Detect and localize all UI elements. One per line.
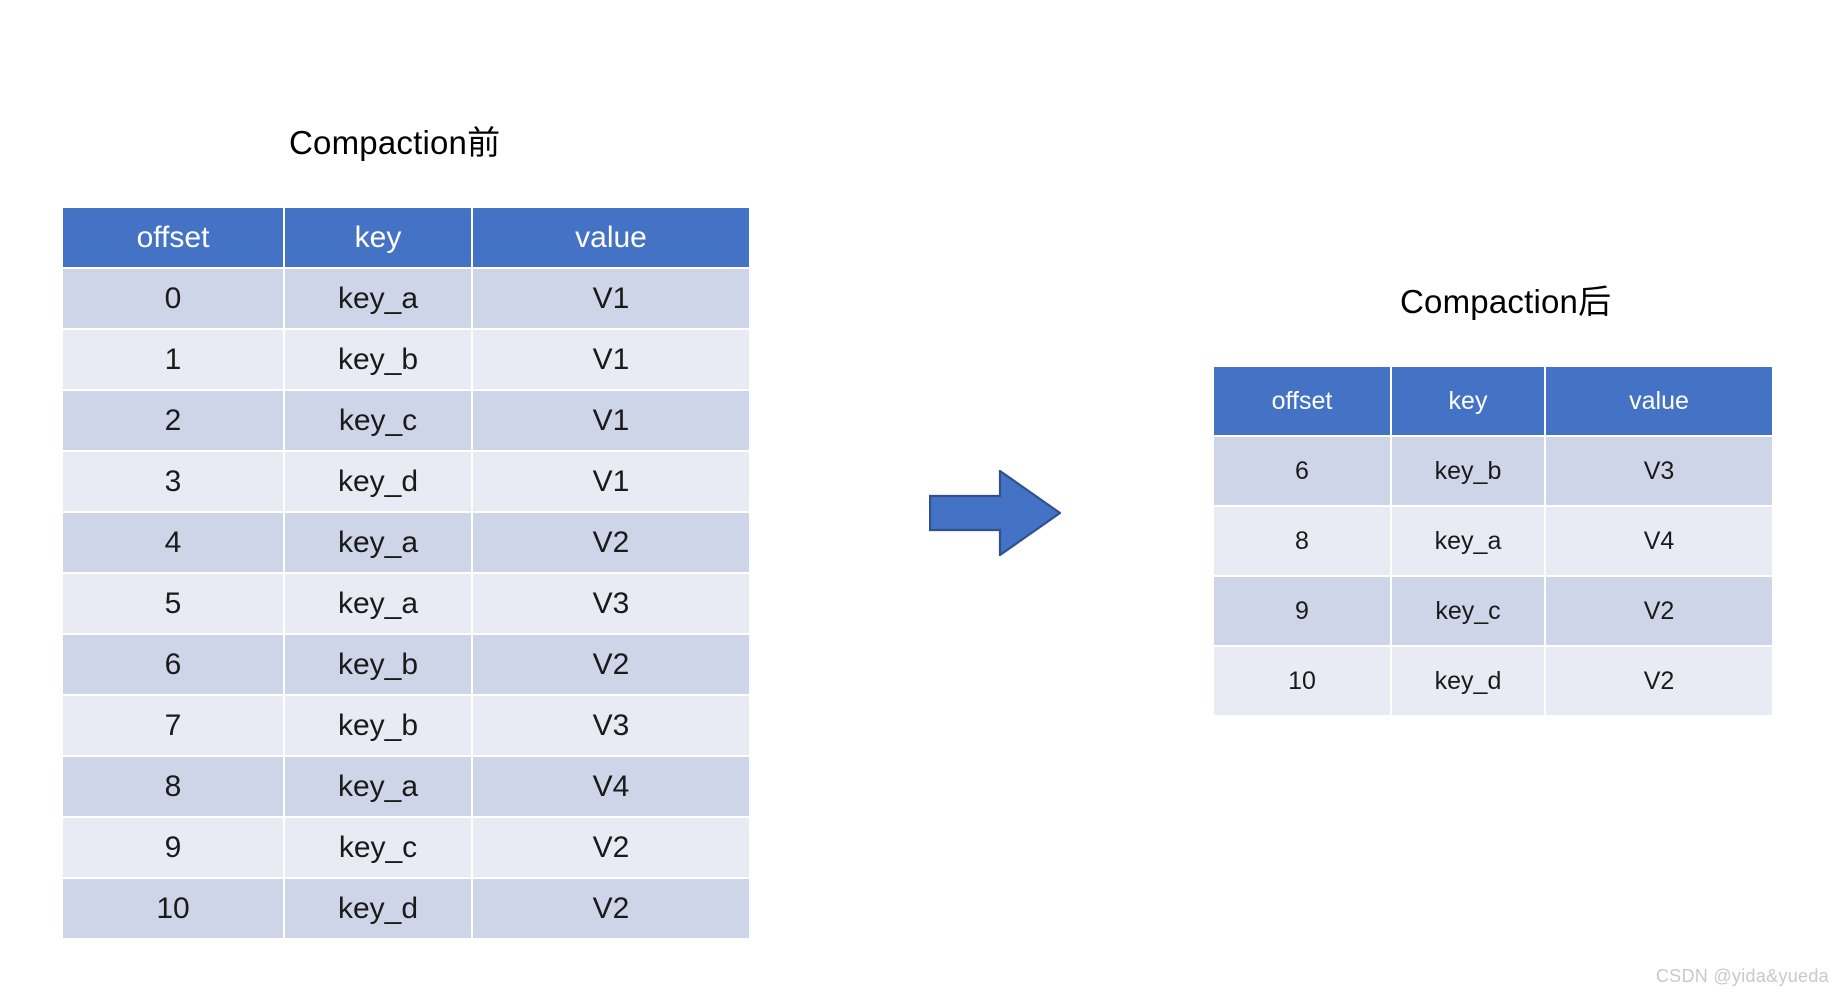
- cell-key: key_d: [1392, 647, 1544, 715]
- cell-offset: 10: [1214, 647, 1390, 715]
- cell-key: key_b: [1392, 437, 1544, 505]
- column-header-value: value: [473, 208, 749, 267]
- table-header-row: offset key value: [63, 208, 749, 267]
- cell-value: V2: [473, 879, 749, 938]
- cell-value: V2: [473, 635, 749, 694]
- cell-key: key_b: [285, 330, 471, 389]
- cell-key: key_d: [285, 879, 471, 938]
- cell-offset: 5: [63, 574, 283, 633]
- cell-key: key_a: [285, 574, 471, 633]
- cell-value: V4: [1546, 507, 1772, 575]
- cell-offset: 9: [63, 818, 283, 877]
- cell-value: V1: [473, 452, 749, 511]
- cell-value: V1: [473, 269, 749, 328]
- cell-value: V2: [1546, 577, 1772, 645]
- cell-offset: 6: [1214, 437, 1390, 505]
- cell-key: key_b: [285, 696, 471, 755]
- cell-value: V1: [473, 330, 749, 389]
- cell-value: V2: [1546, 647, 1772, 715]
- right-block-arrow-icon: [929, 470, 1061, 556]
- column-header-key: key: [1392, 367, 1544, 435]
- after-table-title: Compaction后: [1400, 283, 1612, 320]
- cell-value: V2: [473, 513, 749, 572]
- cell-offset: 7: [63, 696, 283, 755]
- cell-offset: 8: [1214, 507, 1390, 575]
- cell-offset: 0: [63, 269, 283, 328]
- column-header-offset: offset: [63, 208, 283, 267]
- column-header-value: value: [1546, 367, 1772, 435]
- cell-value: V2: [473, 818, 749, 877]
- cell-key: key_a: [285, 513, 471, 572]
- cell-offset: 2: [63, 391, 283, 450]
- table-header-row: offset key value: [1214, 367, 1772, 435]
- cell-key: key_c: [1392, 577, 1544, 645]
- cell-value: V1: [473, 391, 749, 450]
- cell-key: key_a: [285, 269, 471, 328]
- cell-key: key_b: [285, 635, 471, 694]
- cell-offset: 1: [63, 330, 283, 389]
- cell-key: key_a: [285, 757, 471, 816]
- cell-offset: 9: [1214, 577, 1390, 645]
- cell-key: key_a: [1392, 507, 1544, 575]
- cell-value: V3: [473, 574, 749, 633]
- cell-offset: 8: [63, 757, 283, 816]
- before-table-title: Compaction前: [289, 124, 501, 161]
- watermark-label: CSDN @yida&yueda: [1655, 966, 1829, 986]
- cell-offset: 3: [63, 452, 283, 511]
- cell-value: V3: [1546, 437, 1772, 505]
- cell-value: V4: [473, 757, 749, 816]
- cell-value: V3: [473, 696, 749, 755]
- cell-key: key_d: [285, 452, 471, 511]
- cell-offset: 6: [63, 635, 283, 694]
- cell-key: key_c: [285, 391, 471, 450]
- cell-key: key_c: [285, 818, 471, 877]
- cell-offset: 4: [63, 513, 283, 572]
- column-header-key: key: [285, 208, 471, 267]
- column-header-offset: offset: [1214, 367, 1390, 435]
- cell-offset: 10: [63, 879, 283, 938]
